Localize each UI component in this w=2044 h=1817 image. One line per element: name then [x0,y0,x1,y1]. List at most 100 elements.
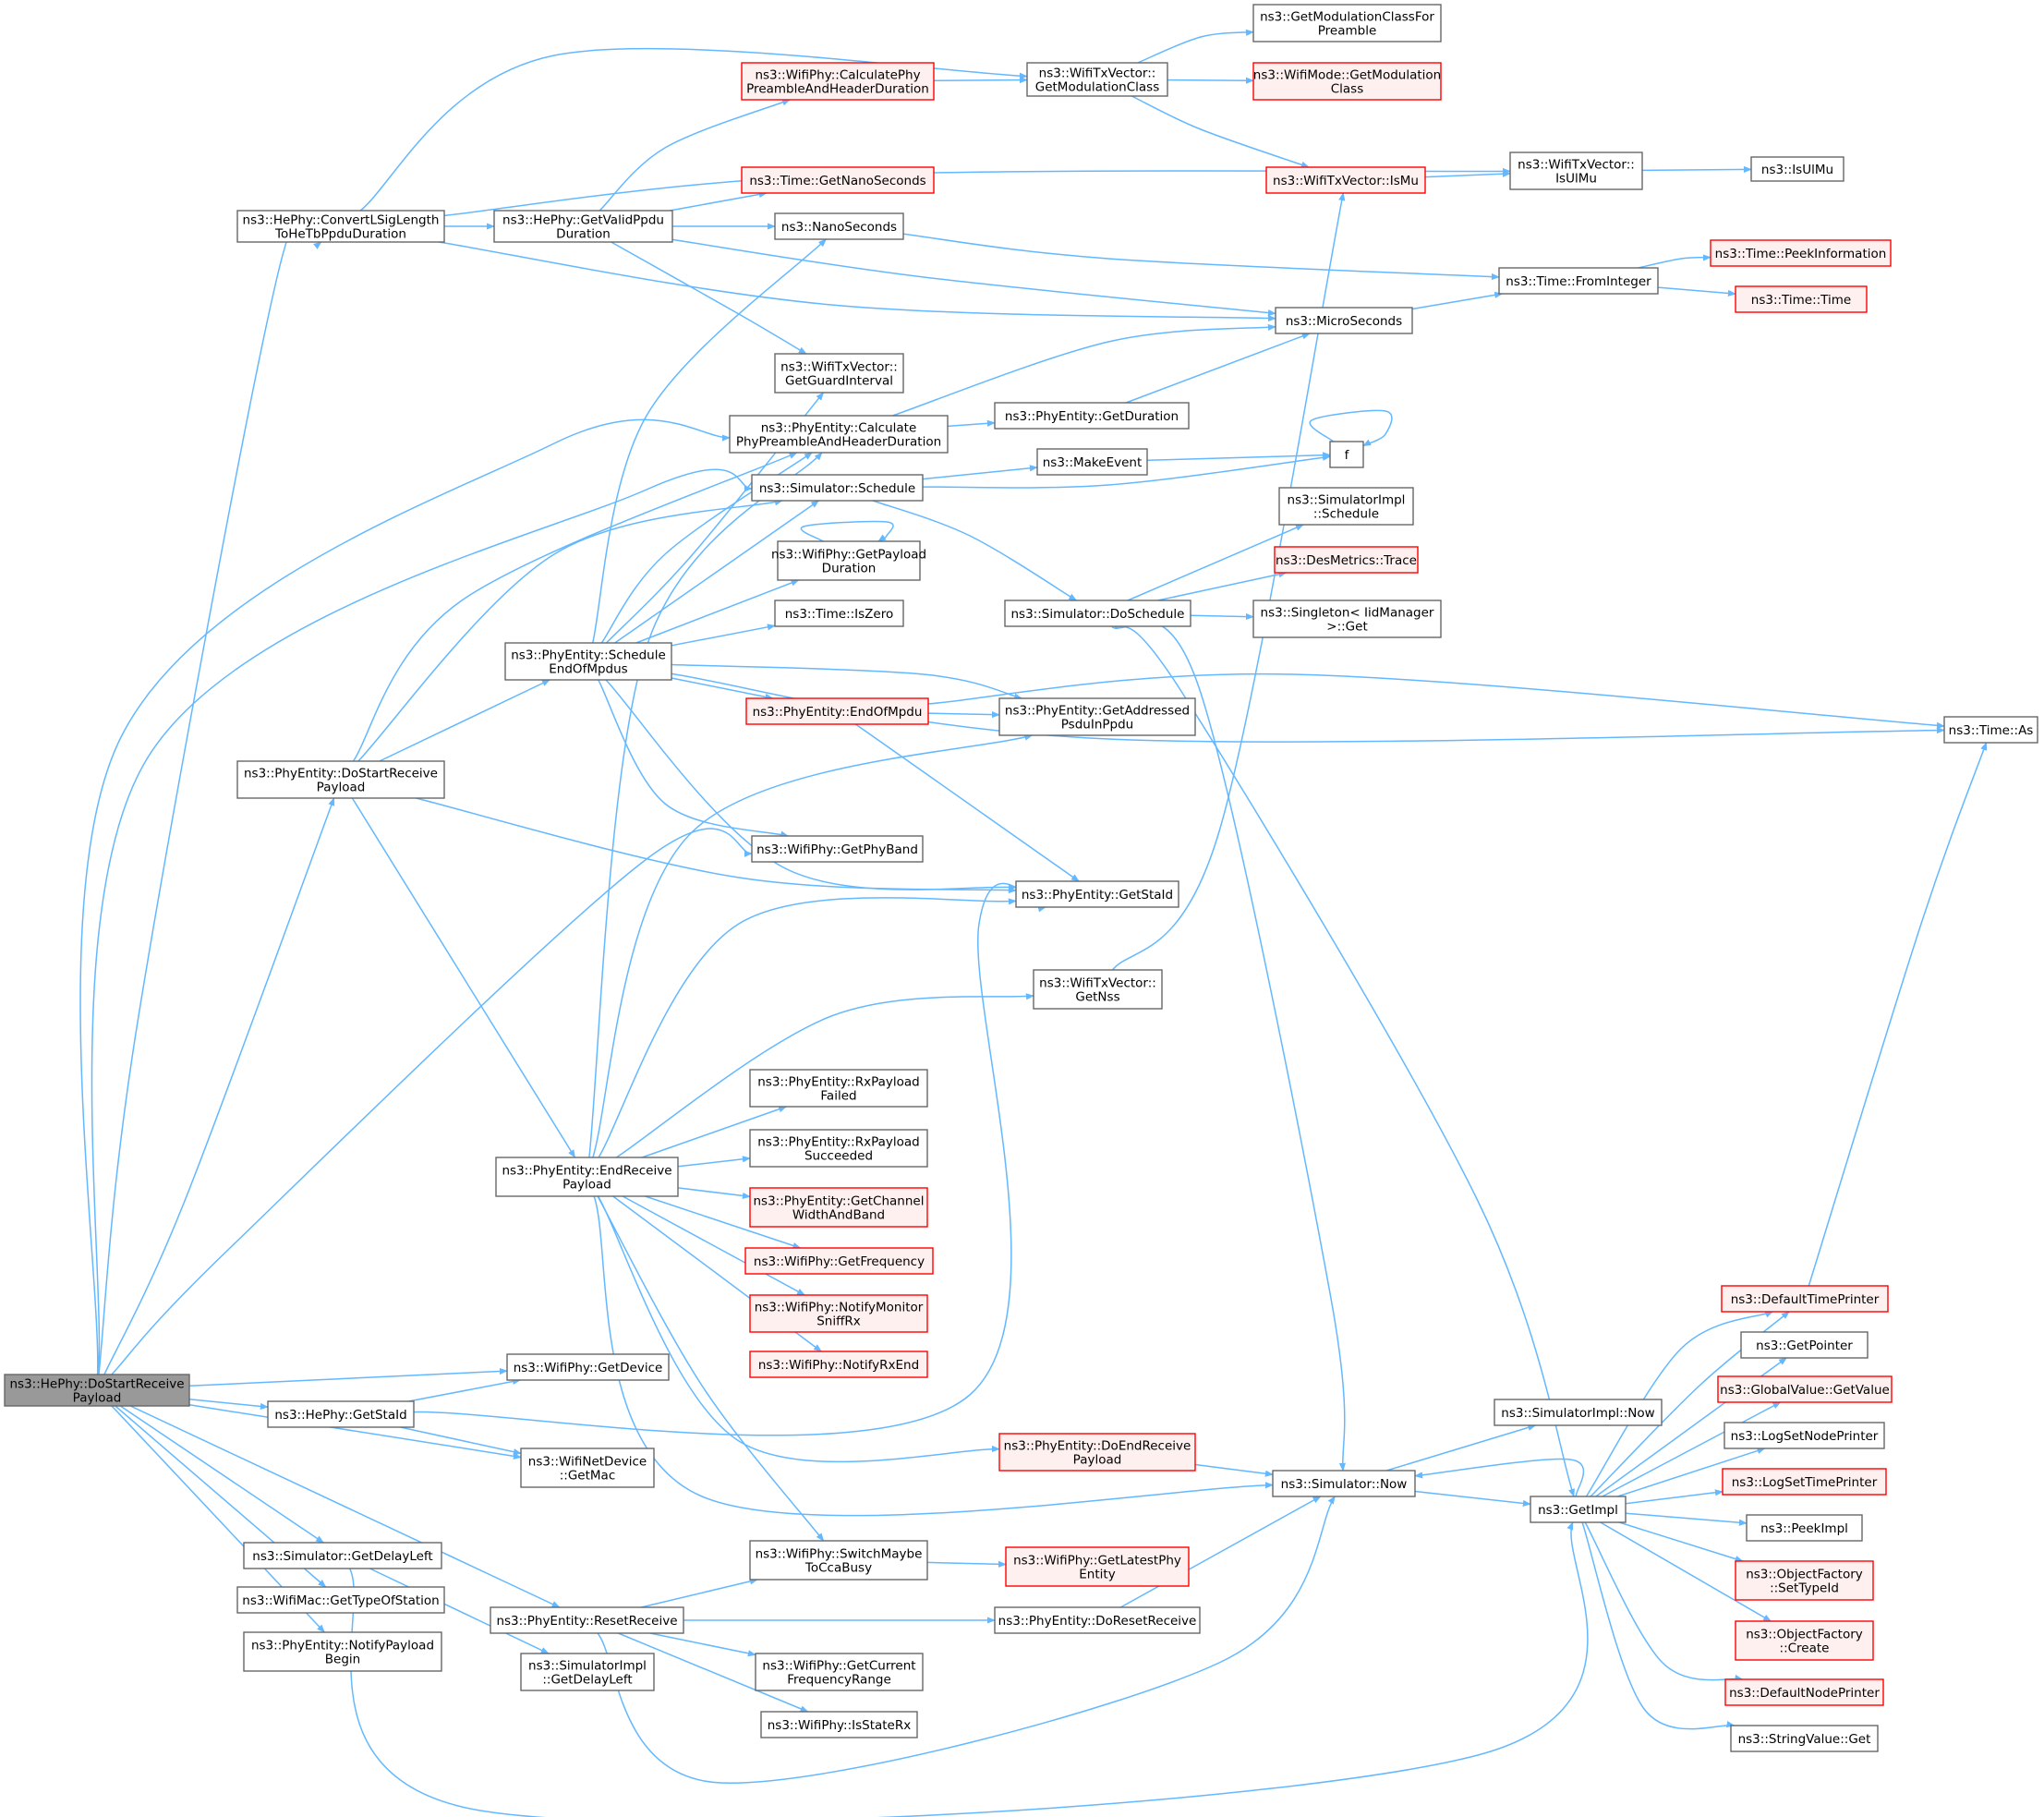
node-getguard[interactable]: ns3::WifiTxVector::GetGuardInterval [774,353,904,394]
node-isulmu[interactable]: ns3::IsUlMu [1750,156,1844,182]
node-getdevice[interactable]: ns3::WifiPhy::GetDevice [506,1353,670,1381]
edge-doresetrecv-to-simnow [1119,1496,1322,1608]
node-resetrecv[interactable]: ns3::PhyEntity::ResetReceive [490,1606,684,1634]
node-label: FrequencyRange [787,1673,891,1688]
node-getfreq[interactable]: ns3::WifiPhy::GetFrequency [744,1247,934,1275]
node-desmetrics[interactable]: ns3::DesMetrics::Trace [1274,546,1419,574]
node-getdelayleft[interactable]: ns3::Simulator::GetDelayLeft [243,1542,442,1569]
node-nanosec[interactable]: ns3::NanoSeconds [774,212,904,240]
node-label: ns3::WifiPhy::CalculatePhy [755,68,920,83]
node-label: ns3::GetImpl [1538,1503,1618,1518]
node-label: ns3::PhyEntity::RxPayload [757,1075,920,1090]
node-box [1252,600,1442,638]
node-box [760,1711,918,1738]
edge-getimpl-to-defaulttime [1585,1311,1774,1497]
node-simimpldelay[interactable]: ns3::SimulatorImpl::GetDelayLeft [520,1653,655,1691]
node-getnss[interactable]: ns3::WifiTxVector::GetNss [1033,969,1163,1010]
node-box [751,835,924,863]
node-getnano[interactable]: ns3::Time::GetNanoSeconds [741,166,935,194]
node-ismu[interactable]: ns3::WifiTxVector::IsMu [1265,166,1426,194]
node-microsec[interactable]: ns3::MicroSeconds [1275,307,1413,334]
node-isstaterx[interactable]: ns3::WifiPhy::IsStateRx [760,1711,918,1738]
node-ofcreate[interactable]: ns3::ObjectFactory::Create [1735,1620,1874,1661]
edge-endofmpdu-to-timeas [927,672,1945,729]
node-convert[interactable]: ns3::HePhy::ConvertLSigLengthToHeTbPpduD… [236,210,445,243]
node-logsetnode[interactable]: ns3::LogSetNodePrinter [1723,1422,1885,1449]
node-doschedule[interactable]: ns3::Simulator::DoSchedule [1004,600,1191,627]
node-timetime[interactable]: ns3::Time::Time [1735,285,1868,313]
node-box [493,210,673,243]
node-label: ns3::HePhy::GetStaId [274,1408,406,1423]
edge-getdelayleft-to-simimpldelay [369,1568,550,1654]
node-settypeid[interactable]: ns3::ObjectFactory::SetTypeId [1735,1560,1874,1601]
node-schedule[interactable]: ns3::Simulator::Schedule [751,474,924,502]
edge-switchmaybe-to-getlatest [926,1560,1007,1568]
node-stringget[interactable]: ns3::StringValue::Get [1730,1725,1879,1752]
node-wifimode[interactable]: ns3::WifiMode::GetModulationClass [1252,62,1442,101]
node-timeas[interactable]: ns3::Time::As [1943,716,2038,744]
node-iszero[interactable]: ns3::Time::IsZero [774,600,904,627]
node-makeevent[interactable]: ns3::MakeEvent [1036,448,1148,476]
node-getmodclass[interactable]: ns3::WifiTxVector::GetModulationClass [1026,62,1168,97]
node-box [1735,285,1868,313]
node-getmac[interactable]: ns3::WifiNetDevice::GetMac [520,1448,655,1488]
edge-getmodclass-to-getmodpre [1137,29,1254,64]
edge-resetrecv-to-simnow [597,1496,1336,1784]
node-gettypesta[interactable]: ns3::WifiMac::GetTypeOfStation [236,1586,445,1614]
edge-schedendmpdu-to-getpayloaddur [635,579,800,644]
node-endofmpdu[interactable]: ns3::PhyEntity::EndOfMpdu [745,697,929,725]
node-getduration[interactable]: ns3::PhyEntity::GetDuration [994,402,1190,430]
node-isulmuvec[interactable]: ns3::WifiTxVector::IsUlMu [1509,151,1643,190]
node-notifyrxend[interactable]: ns3::WifiPhy::NotifyRxEnd [749,1351,928,1378]
node-label: ns3::WifiPhy::GetLatestPhy [1013,1554,1181,1569]
edge-endofmpdu-to-getaddr [927,710,1000,719]
node-doresetrecv[interactable]: ns3::PhyEntity::DoResetReceive [994,1606,1201,1634]
node-defaultnode[interactable]: ns3::DefaultNodePrinter [1724,1678,1884,1706]
node-label: ns3::PhyEntity::GetChannel [754,1194,925,1209]
node-calcwifi[interactable]: ns3::WifiPhy::CalculatePhyPreambleAndHea… [741,62,935,101]
node-defaulttime[interactable]: ns3::DefaultTimePrinter [1721,1285,1889,1313]
node-peekimpl[interactable]: ns3::PeekImpl [1746,1514,1863,1542]
node-globalvalue[interactable]: ns3::GlobalValue::GetValue [1717,1375,1893,1403]
node-getimpl[interactable]: ns3::GetImpl [1530,1496,1627,1523]
edge-ismu-to-isulmuvec [1424,170,1511,178]
node-label: EndOfMpdus [549,662,627,677]
node-hegetstaid[interactable]: ns3::HePhy::GetStaId [267,1400,415,1428]
node-box [1033,969,1163,1010]
node-f[interactable]: f [1329,441,1364,468]
node-frominteger[interactable]: ns3::Time::FromInteger [1498,267,1659,295]
node-getphyband[interactable]: ns3::WifiPhy::GetPhyBand [751,835,924,863]
node-getpointer[interactable]: ns3::GetPointer [1740,1331,1869,1359]
node-simnow[interactable]: ns3::Simulator::Now [1272,1470,1416,1497]
node-singleton[interactable]: ns3::Singleton< IidManager>::Get [1252,600,1442,638]
node-getstaid[interactable]: ns3::PhyEntity::GetStaId [1015,880,1179,908]
node-simimplnow[interactable]: ns3::SimulatorImpl::Now [1494,1399,1663,1426]
node-calcphyent[interactable]: ns3::PhyEntity::CalculatePhyPreambleAndH… [729,415,949,454]
node-box [1721,1285,1889,1313]
node-box [1265,166,1426,194]
node-peekinfo[interactable]: ns3::Time::PeekInformation [1710,239,1892,267]
node-label: Succeeded [804,1149,873,1164]
node-box [1943,716,2038,744]
node-label: ns3::Time::PeekInformation [1715,247,1887,261]
node-logsettime[interactable]: ns3::LogSetTimePrinter [1722,1468,1887,1496]
edge-doendrecv-to-simnow [1194,1463,1274,1477]
node-simimplsched[interactable]: ns3::SimulatorImpl::Schedule [1278,487,1414,526]
